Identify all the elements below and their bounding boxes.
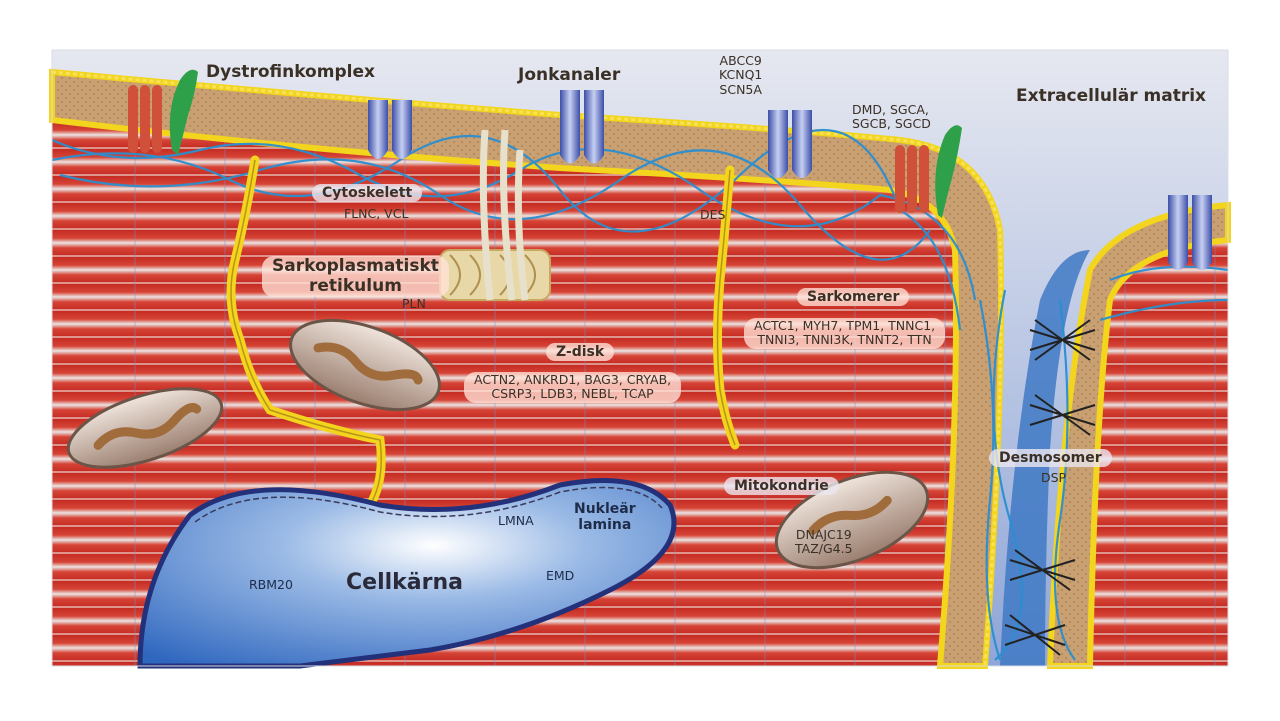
label-sarcoplasmic-reticulum: Sarkoplasmatiskt retikulum xyxy=(262,256,449,298)
dystrophin-complex-left xyxy=(128,69,198,155)
sarcoplasmic-reticulum-bundle xyxy=(439,129,551,301)
label-sarcomeres: Sarkomerer xyxy=(797,288,910,307)
label-dystrophin-genes: DMD, SGCA, SGCB, SGCD xyxy=(852,102,931,132)
label-des: DES xyxy=(700,207,726,222)
label-extracellular-matrix: Extracellulär matrix xyxy=(1016,86,1207,106)
label-lmna: LMNA xyxy=(498,513,534,528)
label-pln: PLN xyxy=(402,296,426,311)
label-dsp: DSP xyxy=(1041,470,1067,485)
label-sarcomere-genes: ACTC1, MYH7, TPM1, TNNC1, TNNI3, TNNI3K,… xyxy=(744,318,946,349)
label-z-disk-genes: ACTN2, ANKRD1, BAG3, CRYAB, CSRP3, LDB3,… xyxy=(464,372,682,403)
dystrophin-complex-right xyxy=(895,125,962,218)
label-rbm20: RBM20 xyxy=(249,577,293,592)
label-desmosomes: Desmosomer xyxy=(989,449,1112,468)
label-dystrophin-complex: Dystrofinkomplex xyxy=(206,62,375,82)
ion-channels xyxy=(368,90,1212,270)
label-nucleus: Cellkärna xyxy=(346,570,463,595)
label-cytoskeleton-genes: FLNC, VCL xyxy=(344,206,409,221)
desmosomes xyxy=(1004,319,1096,656)
label-nuclear-lamina: Nukleär lamina xyxy=(574,501,636,534)
label-channel-genes: ABCC9 KCNQ1 SCN5A xyxy=(719,53,763,97)
mitochondria xyxy=(66,318,930,570)
gene-kcnq1: KCNQ1 xyxy=(719,67,763,83)
label-ion-channels: Jonkanaler xyxy=(518,65,621,85)
gene-abcc9: ABCC9 xyxy=(719,53,762,68)
label-z-disk: Z-disk xyxy=(546,343,615,362)
label-emd: EMD xyxy=(546,568,575,583)
label-mito-genes: DNAJC19 TAZ/G4.5 xyxy=(795,527,853,557)
cytoskeleton-network xyxy=(51,128,1229,661)
label-cytoskeleton: Cytoskelett xyxy=(312,184,423,203)
gene-scn5a: SCN5A xyxy=(719,81,762,97)
label-mitochondria: Mitokondrie xyxy=(724,477,839,496)
